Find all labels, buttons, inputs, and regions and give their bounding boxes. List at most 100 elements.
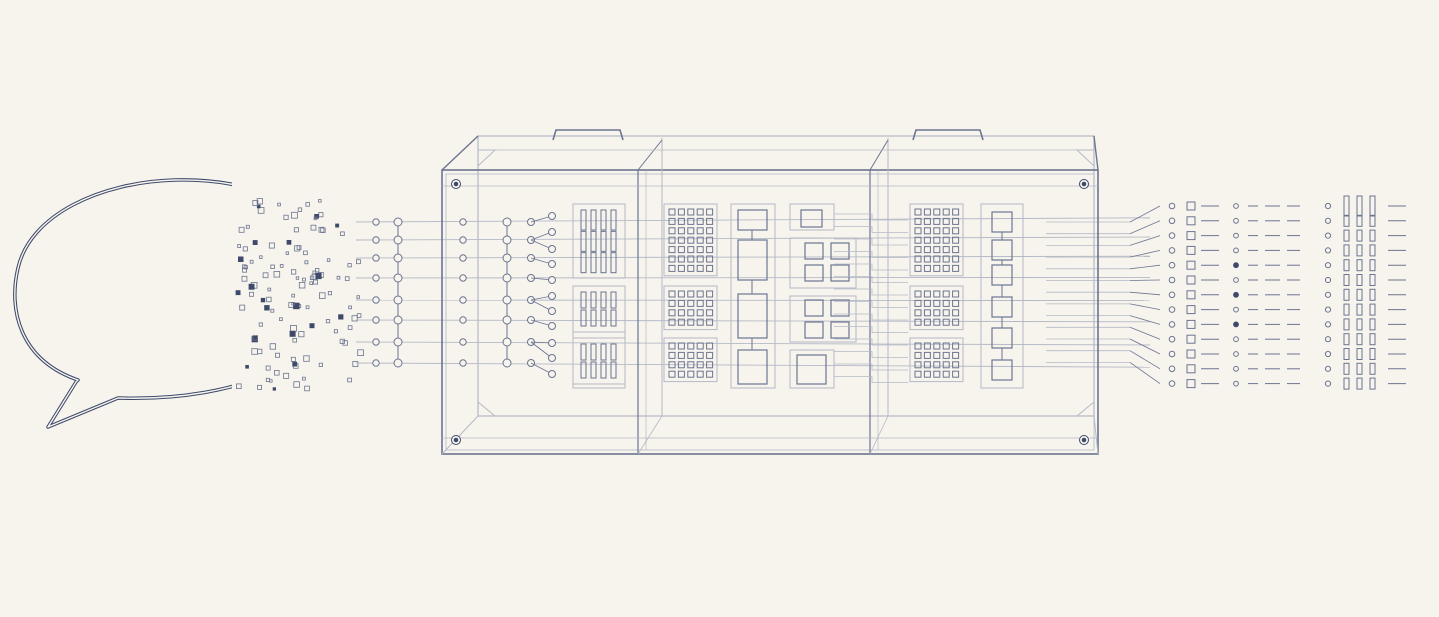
output-dot xyxy=(1233,380,1239,387)
particle xyxy=(302,277,306,282)
particle xyxy=(256,348,263,355)
particle xyxy=(318,212,324,218)
cluster-square xyxy=(800,209,823,228)
output-bar xyxy=(1369,362,1376,375)
dot-grid-cell xyxy=(677,255,685,263)
particle xyxy=(274,352,280,358)
particle xyxy=(235,290,241,296)
bar-cell xyxy=(580,252,587,274)
output-bar xyxy=(1356,348,1363,360)
case-front xyxy=(441,169,1099,455)
dot-grid-cell xyxy=(706,309,714,317)
bar-cell xyxy=(590,209,597,231)
particle xyxy=(356,313,362,318)
fan-node xyxy=(548,370,556,378)
particle xyxy=(291,293,295,298)
output-bar xyxy=(1356,303,1363,316)
output-bar xyxy=(1356,318,1363,331)
input-node-layers xyxy=(372,212,556,378)
particle xyxy=(303,355,310,362)
bar-cell xyxy=(600,309,607,327)
particle xyxy=(249,291,254,297)
gusset xyxy=(477,149,497,168)
cluster-panel xyxy=(789,295,857,343)
particle xyxy=(294,245,301,252)
output-dot xyxy=(1233,365,1239,372)
dot-grid-cell xyxy=(942,309,950,317)
particle xyxy=(260,297,266,303)
particle xyxy=(252,199,259,206)
cross-wire xyxy=(834,301,908,308)
particle xyxy=(237,256,244,262)
dot-grid-panel xyxy=(663,337,718,383)
block xyxy=(991,327,1013,349)
bar-cell xyxy=(590,343,597,361)
cluster-square xyxy=(830,264,850,282)
cluster-square xyxy=(804,321,824,339)
output-dot xyxy=(1233,306,1239,313)
cross-wire xyxy=(834,351,908,358)
output-bar xyxy=(1356,333,1363,346)
bar-cell xyxy=(580,291,587,309)
fan-node xyxy=(548,307,556,315)
dot-grid-cell xyxy=(914,246,922,254)
particle xyxy=(258,322,263,327)
dot-grid-cell xyxy=(952,370,960,378)
dot-grid-cell xyxy=(914,318,922,326)
bolt-center xyxy=(1081,181,1087,187)
signal-wire xyxy=(355,299,1151,302)
output-circle xyxy=(1324,350,1332,358)
dot-grid-cell xyxy=(933,299,941,307)
output-circle xyxy=(1324,217,1332,224)
fan-wire xyxy=(530,341,553,359)
dot-grid-panel xyxy=(909,203,964,277)
dot-grid-cell xyxy=(952,227,960,235)
cross-wire xyxy=(834,276,908,283)
output-square xyxy=(1186,290,1196,300)
dot-grid-cell xyxy=(933,370,941,378)
signal-wire xyxy=(355,319,1151,323)
cross-wire xyxy=(834,338,908,346)
dot-grid-cell xyxy=(923,264,931,272)
particle xyxy=(333,329,338,334)
block xyxy=(991,264,1013,286)
cross-wire xyxy=(834,251,908,258)
particle xyxy=(266,296,272,303)
bar-cell xyxy=(590,309,597,327)
dot-grid-cell xyxy=(923,246,931,254)
output-wire-bend xyxy=(1129,303,1161,310)
output-square xyxy=(1186,305,1196,315)
layer-node xyxy=(393,217,403,227)
particle xyxy=(262,272,269,279)
output-square xyxy=(1186,379,1196,389)
particle xyxy=(239,304,246,311)
output-bar xyxy=(1343,195,1350,217)
dot-grid-cell xyxy=(668,299,676,307)
bar-cell xyxy=(610,252,617,274)
bar-cell xyxy=(590,230,597,252)
dot-grid-cell xyxy=(677,246,685,254)
dot-grid-cell xyxy=(677,264,685,272)
particle xyxy=(268,242,275,249)
bar-cell xyxy=(580,309,587,327)
bar-cell xyxy=(610,230,617,252)
output-square xyxy=(1186,245,1196,255)
gusset xyxy=(477,400,497,417)
input-node xyxy=(372,236,380,244)
dot-grid-cell xyxy=(933,255,941,263)
bar-cell xyxy=(590,252,597,274)
layer-node xyxy=(393,358,403,368)
particle xyxy=(241,264,247,269)
dot-grid-cell xyxy=(696,351,704,359)
dot-grid-cell xyxy=(914,342,922,350)
particle xyxy=(295,276,300,280)
dot-grid-cell xyxy=(677,318,685,326)
dot-grid-cell xyxy=(952,236,960,244)
dot-grid-cell xyxy=(696,309,704,317)
layer-node xyxy=(502,358,512,368)
processing-modules xyxy=(572,203,1024,389)
dot-grid-cell xyxy=(933,290,941,298)
bubble-fade-mask xyxy=(232,170,292,410)
case-handle xyxy=(912,129,984,141)
dot-grid-cell xyxy=(942,342,950,350)
